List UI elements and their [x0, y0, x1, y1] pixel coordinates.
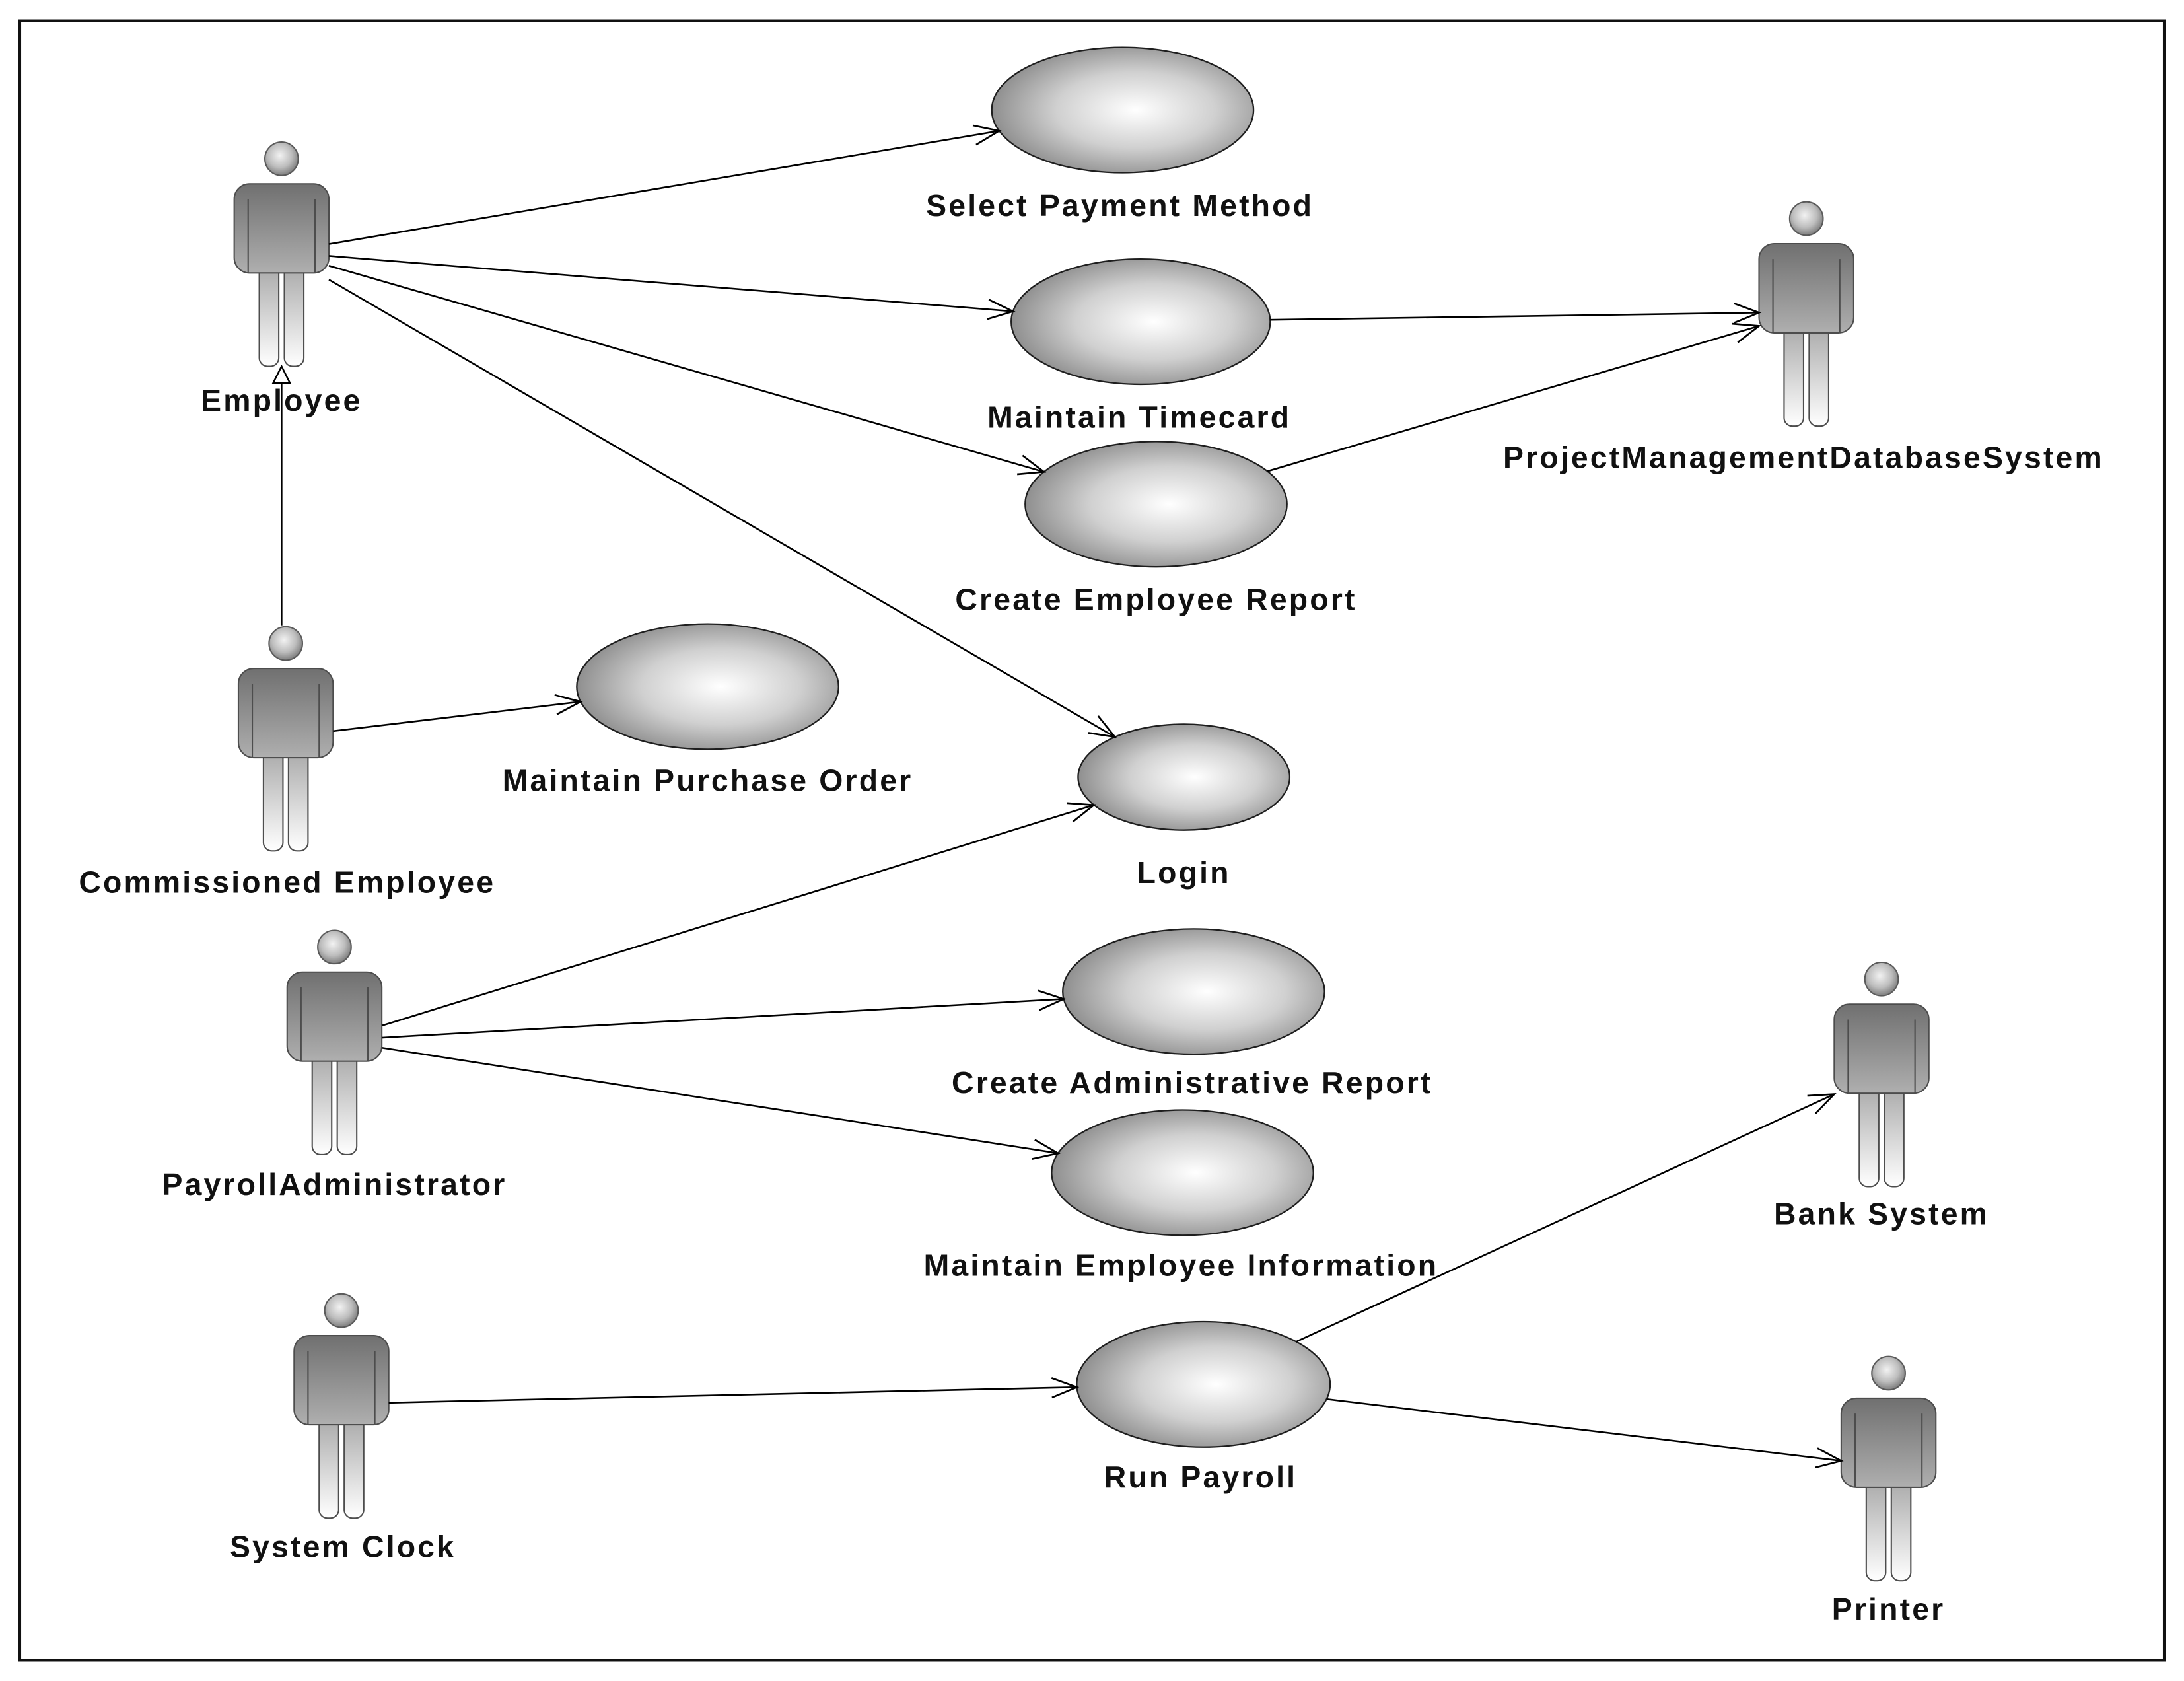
use-case-label: Select Payment Method [926, 188, 1314, 223]
use-case-label: Maintain Timecard [987, 400, 1291, 434]
use-case-label: Create Employee Report [955, 583, 1356, 617]
actor-project-management-database-system: ProjectManagementDatabaseSystem [1503, 201, 2104, 474]
association-arrow [1326, 1398, 1844, 1469]
association-arrow [381, 1046, 1061, 1161]
use-case-ellipse [1024, 441, 1288, 568]
use-case-ellipse [576, 623, 839, 750]
use-case-ellipse [1062, 928, 1325, 1055]
use-case-label: Maintain Purchase Order [503, 764, 913, 798]
association-arrow [1296, 1092, 1837, 1343]
actor-payroll-administrator: PayrollAdministrator [162, 929, 507, 1201]
use-case-label: Create Administrative Report [952, 1065, 1433, 1100]
actor-label: ProjectManagementDatabaseSystem [1503, 440, 2104, 474]
relationships [281, 124, 1844, 1469]
association-arrow [381, 802, 1097, 1027]
actors: Employee Commissioned Employee PayrollAd… [79, 141, 2104, 1626]
use-cases: Select Payment Method Maintain Timecard … [503, 46, 1439, 1494]
association-arrow [333, 694, 583, 733]
use-case-run-payroll: Run Payroll [1076, 1320, 1331, 1494]
use-case-label: Run Payroll [1104, 1460, 1297, 1494]
actor-bank-system: Bank System [1774, 961, 1989, 1231]
association-arrow [328, 255, 1016, 320]
use-case-label: Login [1137, 855, 1231, 890]
use-case-ellipse [1051, 1109, 1314, 1236]
actor-label: System Clock [230, 1529, 456, 1563]
use-case-create-employee-report: Create Employee Report [955, 441, 1356, 617]
actor-commissioned-employee: Commissioned Employee [79, 626, 495, 900]
actor-label: Printer [1832, 1592, 1946, 1626]
use-case-maintain-timecard: Maintain Timecard [987, 258, 1291, 434]
use-case-ellipse [991, 46, 1255, 174]
use-case-label: Maintain Employee Information [924, 1248, 1439, 1282]
actor-label: Commissioned Employee [79, 865, 495, 900]
association-arrow [388, 1377, 1080, 1404]
use-case-ellipse [1076, 1320, 1331, 1448]
association-arrow [328, 279, 1117, 738]
use-case-select-payment-method: Select Payment Method [926, 46, 1314, 223]
association-arrow [328, 124, 1002, 245]
use-case-ellipse [1010, 258, 1271, 386]
association-arrow [328, 265, 1047, 476]
actor-label: PayrollAdministrator [162, 1167, 507, 1201]
use-case-maintain-purchase-order: Maintain Purchase Order [503, 623, 913, 798]
use-case-login: Login [1077, 723, 1291, 890]
use-case-create-administrative-report: Create Administrative Report [952, 928, 1433, 1100]
association-arrow [382, 989, 1067, 1039]
association-arrow [1270, 302, 1762, 324]
actor-employee: Employee [201, 141, 362, 417]
actor-system-clock: System Clock [230, 1293, 456, 1563]
actor-printer: Printer [1832, 1355, 1946, 1626]
use-case-maintain-employee-information: Maintain Employee Information [924, 1109, 1439, 1282]
use-case-ellipse [1077, 723, 1291, 831]
association-arrow [1267, 322, 1762, 472]
actor-label: Bank System [1774, 1196, 1989, 1231]
actor-label: Employee [201, 383, 362, 417]
